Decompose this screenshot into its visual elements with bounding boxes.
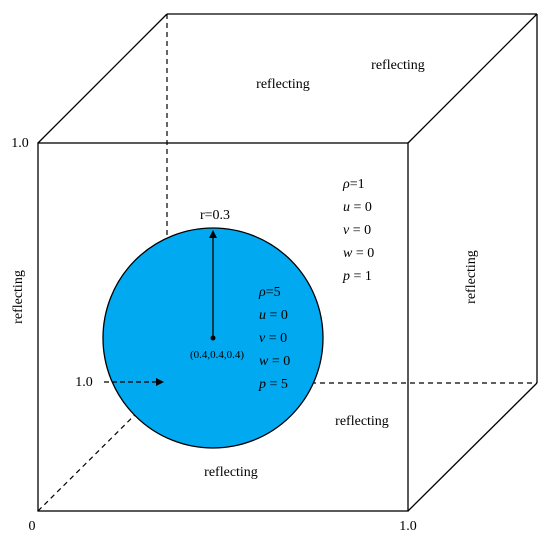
boundary-label-left: reflecting — [11, 270, 26, 324]
boundary-label-front: reflecting — [204, 465, 258, 480]
center-label: (0.4,0.4,0.4) — [190, 349, 244, 361]
sphere-state-line: v = 0 — [259, 331, 287, 346]
sphere-state-line: u = 0 — [259, 308, 288, 323]
ambient-state-line: v = 0 — [343, 223, 371, 238]
sphere-state: ρ=5 u = 0 v = 0 w = 0 p = 5 — [258, 285, 290, 392]
top-left-edge — [37, 13, 168, 144]
boundary-label-back: reflecting — [371, 58, 425, 73]
axis-label-z-max: 1.0 — [75, 375, 93, 390]
boundary-label-right: reflecting — [464, 250, 479, 304]
hidden-edge-diagonal — [37, 382, 168, 512]
ambient-state: ρ=1 u = 0 v = 0 w = 0 p = 1 — [342, 177, 374, 284]
ambient-state-line: ρ=1 — [342, 177, 365, 192]
radius-label: r=0.3 — [200, 208, 230, 223]
sphere-state-line: ρ=5 — [258, 285, 281, 300]
sphere-center-dot — [210, 335, 216, 341]
boundary-label-top: reflecting — [256, 77, 310, 92]
sphere-state-line: p = 5 — [258, 377, 288, 392]
ambient-state-line: p = 1 — [342, 269, 372, 284]
front-face — [37, 142, 409, 512]
boundary-label-bottom: reflecting — [335, 414, 389, 429]
top-right-edge — [407, 13, 538, 144]
ambient-state-line: w = 0 — [343, 246, 374, 261]
axis-label-x-max: 1.0 — [399, 519, 417, 534]
bottom-right-edge — [407, 382, 538, 512]
axis-label-y-max: 1.0 — [11, 136, 29, 151]
axis-label-origin: 0 — [29, 519, 36, 534]
sphere-state-line: w = 0 — [259, 354, 290, 369]
ambient-state-line: u = 0 — [343, 200, 372, 215]
